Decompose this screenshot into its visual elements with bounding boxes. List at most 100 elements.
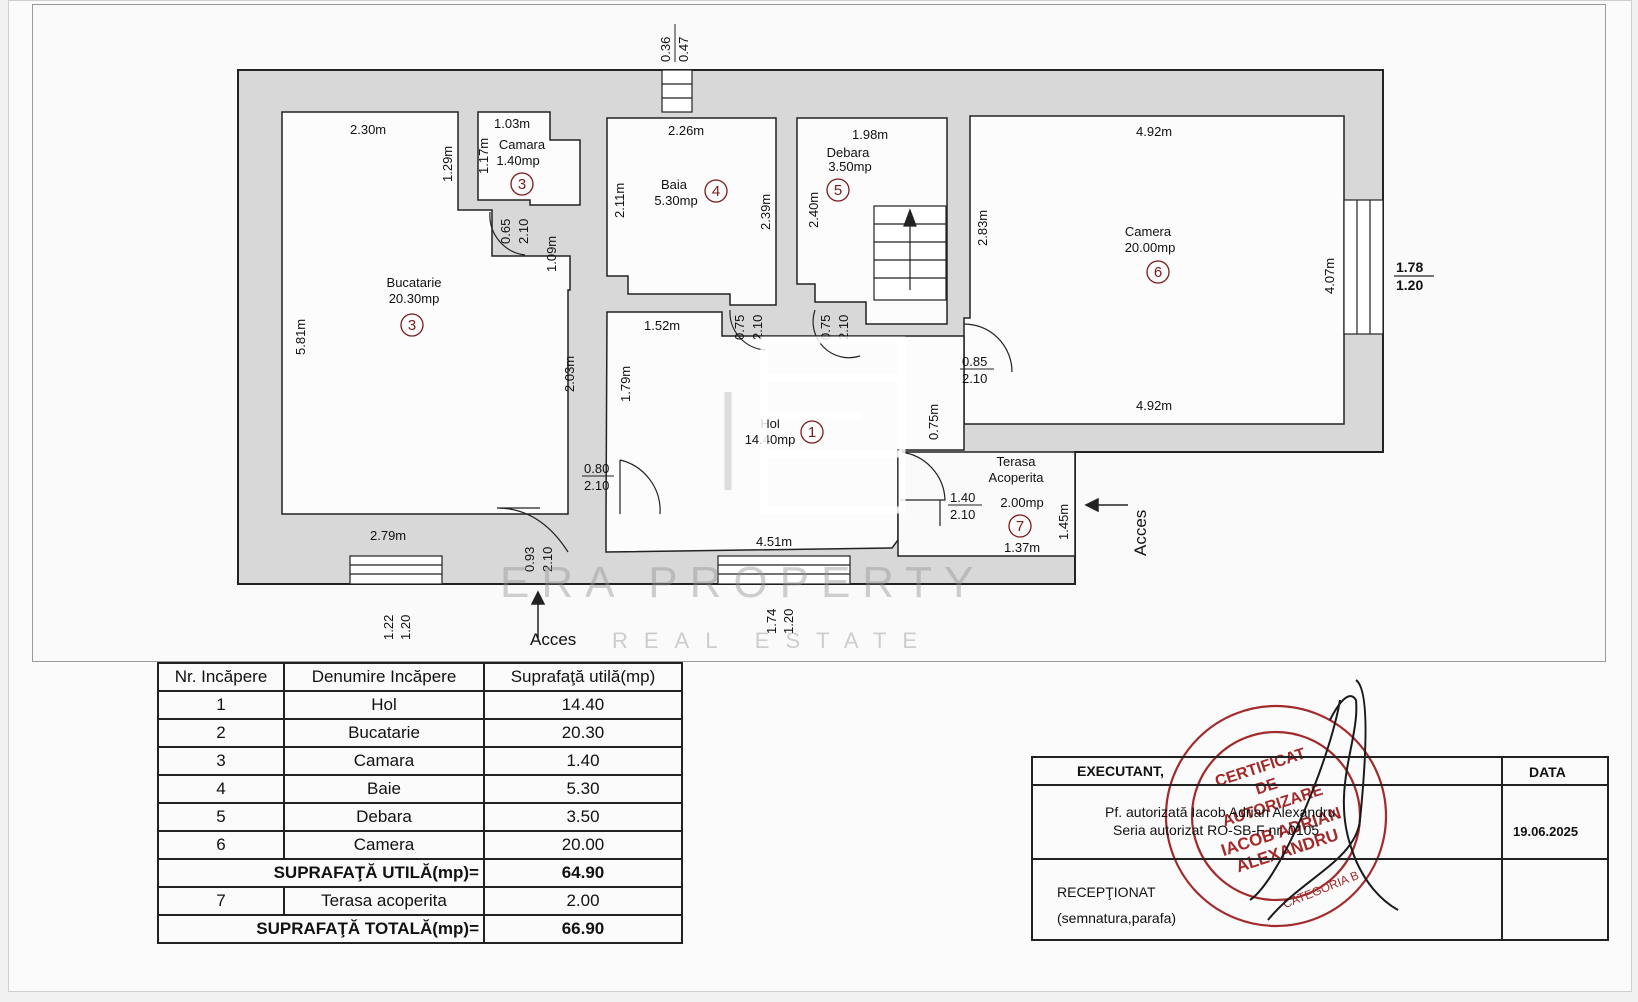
- table-row: 1 Hol 14.40: [157, 690, 683, 720]
- dim-pantry-width: 1.03m: [494, 116, 530, 131]
- util-total-row: SUPRAFAŢĂ UTILĂ(mp)= 64.90: [157, 858, 683, 888]
- label-terasa: Terasa: [996, 454, 1036, 469]
- header-suprafata: Suprafaţă utilă(mp): [483, 662, 683, 692]
- watermark-logo: [724, 336, 906, 514]
- signature-hint: (semnatura,parafa): [1057, 910, 1177, 926]
- door-terrace-h: 2.10: [950, 507, 975, 522]
- door-room-w: 0.85: [962, 354, 987, 369]
- door-room-h: 2.10: [962, 371, 987, 386]
- door-swings: [489, 211, 1013, 553]
- num-baia: 4: [712, 183, 720, 200]
- cell-nr: 5: [157, 802, 285, 832]
- executant-line-2: Seria autorizat RO-SB-F nr. 0105: [1113, 822, 1320, 838]
- label-debara: Debara: [827, 145, 870, 160]
- cell-suprafata: 3.50: [483, 802, 683, 832]
- door-entrance-h: 2.10: [540, 547, 555, 572]
- cell-denumire: Terasa acoperita: [283, 886, 485, 916]
- room-terasa: [897, 451, 1076, 557]
- cell-denumire: Baie: [283, 774, 485, 804]
- cell-suprafata: 20.30: [483, 718, 683, 748]
- cell-nr: 1: [157, 690, 285, 720]
- dim-hall-h: 1.79m: [618, 366, 633, 402]
- door-bath-h: 2.10: [750, 315, 765, 340]
- right-window-w: 1.78: [1396, 259, 1423, 275]
- area-hol: 14.40mp: [745, 432, 796, 447]
- dimensions: 2.30m 2.79m 1.03m 2.26m 1.98m 4.92m 4.92…: [293, 116, 1337, 555]
- room-labels: Bucatarie 20.30mp 3 Camara 1.40mp 3 Baia…: [387, 137, 1175, 538]
- door-pantry-h: 2.10: [516, 219, 531, 244]
- header-nr: Nr. Incăpere: [157, 662, 285, 692]
- top-window-w: 0.36: [658, 37, 673, 62]
- bc-window-h: 1.20: [781, 609, 796, 634]
- dim-storage-h: 2.40m: [806, 192, 821, 228]
- cell-suprafata: 2.00: [483, 886, 683, 916]
- door-entrance-w: 0.93: [522, 547, 537, 572]
- num-camara: 3: [518, 176, 526, 193]
- room-camara: [477, 111, 581, 206]
- area-debara: 3.50mp: [828, 159, 871, 174]
- acces-bottom: Acces: [530, 630, 576, 649]
- dim-storage-width: 1.98m: [852, 127, 888, 142]
- area-bucatarie: 20.30mp: [389, 291, 440, 306]
- door-kitchen-w: 0.80: [584, 461, 609, 476]
- num-bucatarie: 3: [408, 317, 416, 334]
- walls: [237, 69, 1384, 585]
- bl-window-w: 1.22: [381, 615, 396, 640]
- dim-pantry-h1: 1.29m: [440, 146, 455, 182]
- area-table: Nr. Incăpere Denumire Incăpere Suprafaţă…: [157, 662, 683, 944]
- table-row: 3 Camara 1.40: [157, 746, 683, 776]
- dim-wall-109: 1.09m: [544, 236, 559, 272]
- total-label: SUPRAFAŢĂ TOTALĂ(mp)=: [157, 914, 485, 944]
- data-label: DATA: [1529, 764, 1566, 780]
- util-label: SUPRAFAŢĂ UTILĂ(mp)=: [157, 858, 485, 888]
- cell-denumire: Camera: [283, 830, 485, 860]
- area-baia: 5.30mp: [654, 193, 697, 208]
- label-terasa-2: Acoperita: [989, 470, 1045, 485]
- cell-suprafata: 1.40: [483, 746, 683, 776]
- stairs: [873, 205, 947, 301]
- exec-col-rule: [1501, 758, 1503, 939]
- opening-labels: 0.36 0.47 1.78 1.20 1.22 1.20 1.74 1.20 …: [381, 24, 1434, 640]
- dim-room-width: 4.92m: [1136, 124, 1172, 139]
- exec-mid-rule: [1033, 858, 1607, 860]
- cell-nr: 4: [157, 774, 285, 804]
- door-storage-h: 2.10: [836, 315, 851, 340]
- table-row: 7 Terasa acoperita 2.00: [157, 886, 683, 916]
- header-denumire: Denumire Incăpere: [283, 662, 485, 692]
- dim-terrace-width: 1.37m: [1004, 540, 1040, 555]
- table-row: 4 Baie 5.30: [157, 774, 683, 804]
- cell-nr: 6: [157, 830, 285, 860]
- executant-title: EXECUTANT,: [1077, 763, 1164, 779]
- cell-suprafata: 5.30: [483, 774, 683, 804]
- door-pantry-w: 0.65: [498, 219, 513, 244]
- watermark-line-2: REAL ESTATE: [612, 628, 934, 653]
- dim-kitchen-bottom: 2.79m: [370, 528, 406, 543]
- area-terasa: 2.00mp: [1000, 495, 1043, 510]
- dim-terrace-h: 1.45m: [1056, 504, 1071, 540]
- receptionat-label: RECEPŢIONAT: [1057, 884, 1156, 900]
- table-row: 2 Bucatarie 20.30: [157, 718, 683, 748]
- cell-suprafata: 20.00: [483, 830, 683, 860]
- room-baia: [606, 117, 777, 306]
- door-terrace-w: 1.40: [950, 490, 975, 505]
- bc-window-w: 1.74: [764, 609, 779, 634]
- dim-room-h1: 2.83m: [975, 210, 990, 246]
- num-terasa: 7: [1016, 518, 1024, 535]
- dim-bath-width: 2.26m: [668, 123, 704, 138]
- dim-room-width-bottom: 4.92m: [1136, 398, 1172, 413]
- table-row: 5 Debara 3.50: [157, 802, 683, 832]
- dim-bath-h2: 2.39m: [758, 194, 773, 230]
- cell-nr: 7: [157, 886, 285, 916]
- windows: [349, 69, 1384, 585]
- dim-hall-bottom: 4.51m: [756, 534, 792, 549]
- grand-total-row: SUPRAFAŢĂ TOTALĂ(mp)= 66.90: [157, 914, 683, 944]
- num-camera: 6: [1154, 264, 1162, 281]
- stamp-center-2: DE: [1253, 775, 1280, 798]
- dim-kitchen-width: 2.30m: [350, 122, 386, 137]
- dim-wall-203: 2.03m: [562, 356, 577, 392]
- watermark-line-1: ERA PROPERTY: [500, 558, 986, 607]
- acces-right: Acces: [1131, 510, 1150, 556]
- table-row: 6 Camera 20.00: [157, 830, 683, 860]
- cell-suprafata: 14.40: [483, 690, 683, 720]
- table-header-row: Nr. Incăpere Denumire Incăpere Suprafaţă…: [157, 662, 683, 692]
